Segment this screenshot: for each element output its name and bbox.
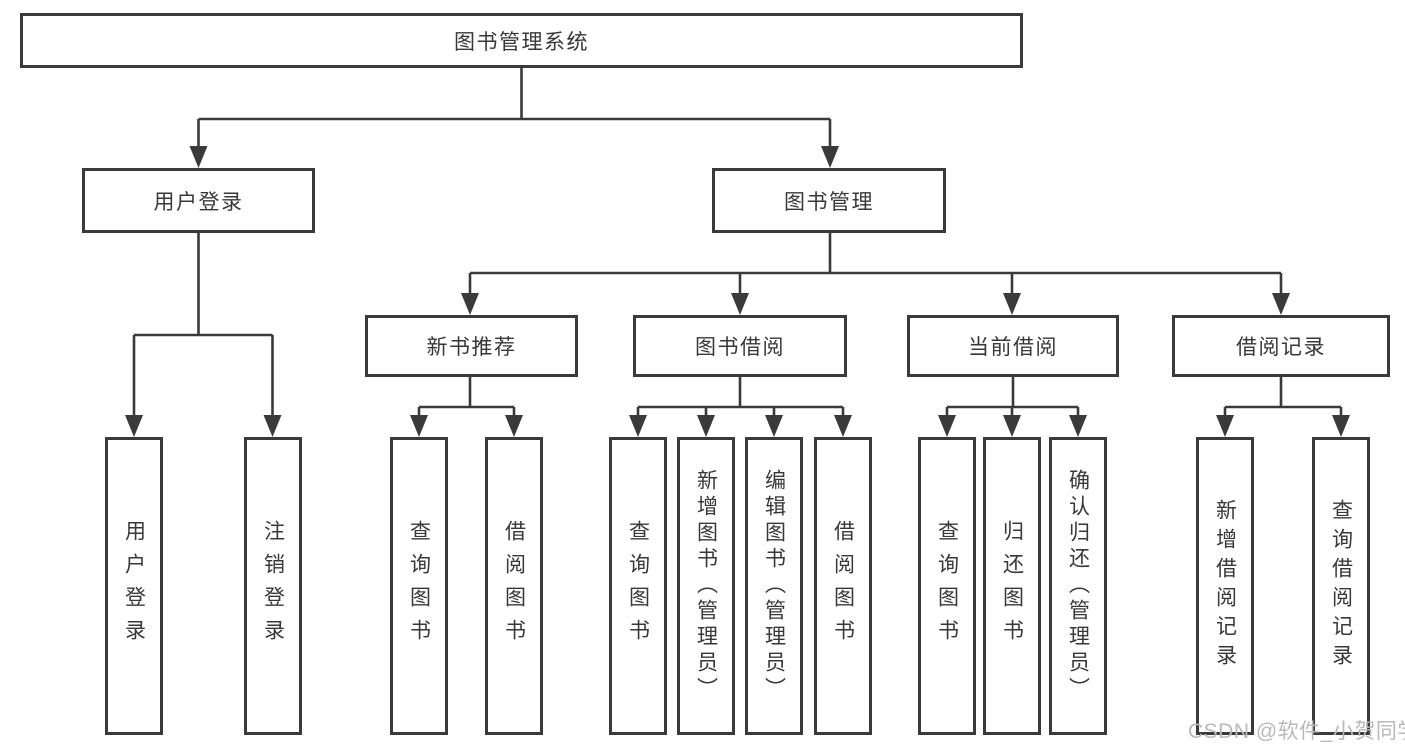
leaf-borrow-books: 借阅图书 [814,437,872,735]
leaf-query-borrow-record: 查询借阅记录 [1312,437,1370,735]
leaf-user-login: 用户登录 [105,437,163,735]
node-label: 借阅图书 [831,520,855,652]
node-label: 新增借阅记录 [1213,499,1237,673]
node-current-borrow: 当前借阅 [907,315,1119,377]
node-label: 图书借阅 [695,336,785,359]
node-label: 查询图书 [626,520,650,652]
node-label: 查询图书 [407,520,431,652]
node-user-login-branch: 用户登录 [82,168,315,233]
node-borrow-records: 借阅记录 [1172,315,1390,377]
node-new-book-recommend: 新书推荐 [365,315,578,377]
node-book-management-branch: 图书管理 [712,168,946,233]
csdn-watermark: CSDN @软件_小贺同学 [1188,720,1405,743]
leaf-add-books-admin: 新增图书（管理员） [677,437,735,735]
leaf-query-books-borrow: 查询图书 [609,437,667,735]
leaf-query-books-recommend: 查询图书 [390,437,448,735]
node-label: 确认归还（管理员） [1066,469,1090,703]
node-label: 借阅图书 [502,520,526,652]
node-label: 用户登录 [153,190,244,214]
leaf-query-books-current: 查询图书 [918,437,976,735]
node-label: 编辑图书（管理员） [762,469,786,703]
node-label: 借阅记录 [1236,336,1326,359]
node-label: 图书管理 [784,190,874,214]
leaf-borrow-books-recommend: 借阅图书 [485,437,543,735]
node-label: 注销登录 [261,520,285,652]
node-label: 新增图书（管理员） [694,469,718,703]
node-root-system: 图书管理系统 [20,13,1023,68]
node-label: 新书推荐 [426,336,517,359]
leaf-confirm-return-admin: 确认归还（管理员） [1049,437,1107,735]
leaf-add-borrow-record: 新增借阅记录 [1196,437,1254,735]
node-label: 用户登录 [122,520,146,652]
node-label: 当前借阅 [968,336,1058,359]
node-label: 查询图书 [935,520,959,652]
node-book-borrow: 图书借阅 [633,315,847,377]
leaf-edit-books-admin: 编辑图书（管理员） [745,437,803,735]
node-label: 图书管理系统 [454,30,589,54]
node-label: 归还图书 [1000,520,1024,652]
leaf-return-books: 归还图书 [983,437,1041,735]
leaf-logout: 注销登录 [244,437,302,735]
node-label: 查询借阅记录 [1329,499,1353,673]
